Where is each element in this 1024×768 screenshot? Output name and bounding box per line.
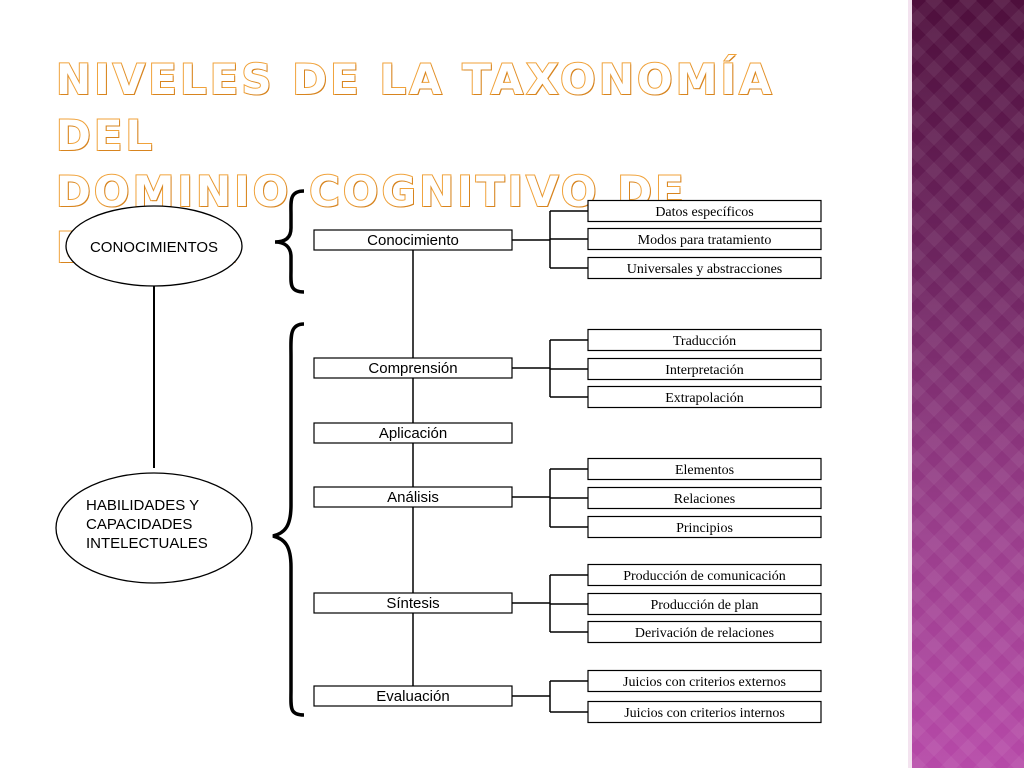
subitem-label-modos-para-tratamiento: Modos para tratamiento [638,233,772,248]
skills-label-line-2: CAPACIDADES [86,516,192,533]
subitem-box-relaciones [587,486,822,510]
subitem-label-extrapolacion: Extrapolación [665,391,744,406]
subitem-box-modos-para-tratamiento [587,227,822,251]
skills-ellipse [55,472,253,584]
decorative-sidebar [912,0,1024,768]
subitem-box-universales-y-abstracciones [587,256,822,280]
level-box-sintesis [313,592,513,614]
sidebar-edge [908,0,912,768]
subitem-label-juicios-con-criterios-externos: Juicios con criterios externos [623,675,786,690]
subitem-label-universales-y-abstracciones: Universales y abstracciones [627,262,783,277]
subitem-label-principios: Principios [676,521,733,536]
subitem-label-interpretacion: Interpretación [665,363,744,378]
bloom-taxonomy-diagram: CONOCIMIENTOS HABILIDADES Y CAPACIDADES … [55,189,822,724]
subitem-box-produccion-de-comunicacion [587,563,822,587]
subitem-box-juicios-con-criterios-internos [587,700,822,724]
level-box-evaluacion [313,685,513,707]
knowledge-label: CONOCIMIENTOS [90,239,218,256]
level-label-sintesis: Síntesis [386,595,439,612]
subitem-box-datos-especificos [587,199,822,223]
level-label-conocimiento: Conocimiento [367,232,459,249]
subitem-label-relaciones: Relaciones [674,492,735,507]
subitem-box-derivacion-de-relaciones [587,620,822,644]
subitem-label-datos-especificos: Datos específicos [655,205,753,220]
level-label-aplicacion: Aplicación [379,425,447,442]
level-box-analisis [313,486,513,508]
skills-brace [272,322,305,717]
subitem-label-produccion-de-plan: Producción de plan [650,598,758,613]
subitem-box-interpretacion [587,357,822,381]
subitem-label-elementos: Elementos [675,463,734,478]
skills-label-line-1: HABILIDADES Y [86,497,199,514]
subitem-box-juicios-con-criterios-externos [587,669,822,693]
knowledge-brace [274,189,305,294]
level-label-comprension: Comprensión [368,360,457,377]
subitem-label-produccion-de-comunicacion: Producción de comunicación [623,569,786,584]
subitem-label-juicios-con-criterios-internos: Juicios con criterios internos [624,706,785,721]
skills-label-line-3: INTELECTUALES [86,535,208,552]
subitem-box-principios [587,515,822,539]
level-label-analisis: Análisis [387,489,439,506]
subitem-box-traduccion [587,328,822,352]
subitem-box-extrapolacion [587,385,822,409]
level-box-aplicacion [313,422,513,444]
title-line-1: Niveles de la Taxonomía del [55,54,775,161]
level-box-comprension [313,357,513,379]
subitem-label-traduccion: Traducción [673,334,736,349]
level-box-conocimiento [313,229,513,251]
subitem-box-elementos [587,457,822,481]
level-label-evaluacion: Evaluación [376,688,449,705]
knowledge-ellipse [65,205,243,287]
subitem-label-derivacion-de-relaciones: Derivación de relaciones [635,626,774,641]
subitem-box-produccion-de-plan [587,592,822,616]
